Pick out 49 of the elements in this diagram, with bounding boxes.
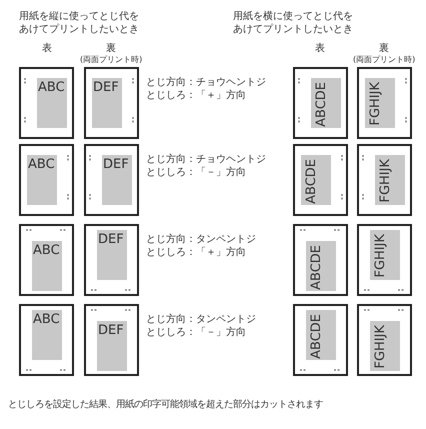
sample-text: FGHIJK bbox=[373, 325, 388, 369]
column-heading: 裏 bbox=[106, 42, 116, 55]
page-box bbox=[293, 144, 348, 216]
binding-margin-text: とじしろ：「＋」方向 bbox=[146, 88, 246, 102]
binding-direction-text: とじ方向：タンペントジ bbox=[146, 312, 256, 326]
column-note: (両面プリント時) bbox=[80, 54, 142, 65]
footnote: とじしろを設定した結果、用紙の印字可能領域を超えた部分はカットされます bbox=[8, 398, 323, 411]
sample-text: ABC bbox=[33, 243, 60, 258]
page-box bbox=[19, 224, 74, 296]
page-box bbox=[357, 67, 412, 139]
sample-text: ABC bbox=[33, 312, 60, 327]
page-box bbox=[357, 224, 412, 296]
page-box bbox=[293, 224, 348, 296]
sample-text: ABCDE bbox=[309, 245, 324, 290]
binding-direction-text: とじ方向：チョウヘントジ bbox=[146, 152, 266, 166]
column-note: (両面プリント時) bbox=[353, 54, 416, 65]
page-box bbox=[19, 67, 74, 139]
page-box bbox=[293, 304, 348, 376]
page-box bbox=[19, 144, 74, 216]
binding-direction-text: とじ方向：タンペントジ bbox=[146, 232, 256, 246]
sample-text: ABCDE bbox=[314, 82, 329, 127]
page-box bbox=[84, 144, 139, 216]
column-heading: 表 bbox=[42, 42, 52, 55]
sample-text: ABCDE bbox=[304, 159, 319, 204]
page-box bbox=[84, 67, 139, 139]
page-box bbox=[84, 304, 139, 376]
page-box bbox=[357, 304, 412, 376]
sample-text: FGHIJK bbox=[373, 234, 388, 278]
sample-text: DEF bbox=[98, 323, 124, 338]
column-heading: 裏 bbox=[379, 42, 389, 55]
page-box bbox=[84, 224, 139, 296]
page-box bbox=[293, 67, 348, 139]
sample-text: FGHIJK bbox=[378, 159, 393, 203]
sample-text: ABCDE bbox=[309, 314, 324, 359]
sample-text: DEF bbox=[98, 232, 124, 247]
sample-text: ABC bbox=[28, 157, 55, 172]
heading: 用紙を縦に使ってとじ代をあけてプリントしたいとき bbox=[18, 10, 140, 36]
binding-margin-text: とじしろ：「－」方向 bbox=[146, 326, 246, 339]
page-box bbox=[19, 304, 74, 376]
column-heading: 表 bbox=[315, 42, 325, 55]
binding-direction-text: とじ方向：チョウヘントジ bbox=[146, 76, 266, 89]
sample-text: DEF bbox=[103, 157, 129, 172]
binding-margin-text: とじしろ：「＋」方向 bbox=[146, 246, 246, 259]
sample-text: FGHIJK bbox=[368, 82, 383, 126]
page-box bbox=[357, 144, 412, 216]
heading: 用紙を横に使ってとじ代をあけてプリントしたいとき bbox=[232, 10, 354, 36]
sample-text: DEF bbox=[93, 80, 119, 95]
binding-margin-text: とじしろ：「－」方向 bbox=[146, 166, 246, 179]
sample-text: ABC bbox=[38, 80, 65, 95]
